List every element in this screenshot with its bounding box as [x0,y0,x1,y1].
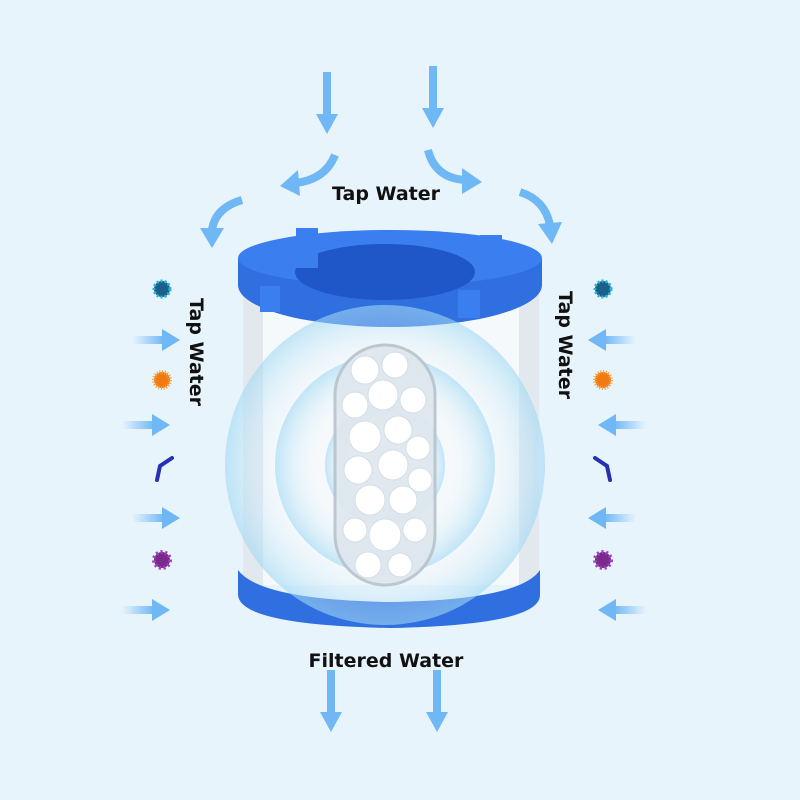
tap-water-label-top: Tap Water [332,183,441,205]
ceramic-balls [341,351,433,579]
bacteria-orange-icon [152,370,613,390]
outflow-arrows [320,670,448,732]
virus-blue-icon [152,279,613,299]
inflow-arrows-right [588,329,646,621]
inflow-arrows-left [122,329,180,621]
worm-blue-icon [155,456,612,482]
filter-cartridge [225,228,545,628]
virus-purple-icon [152,550,613,570]
tap-water-label-left: Tap Water [185,298,207,407]
filtered-water-label: Filtered Water [309,650,465,672]
inflow-arrows-top [200,66,562,248]
tap-water-label-right: Tap Water [554,291,576,400]
